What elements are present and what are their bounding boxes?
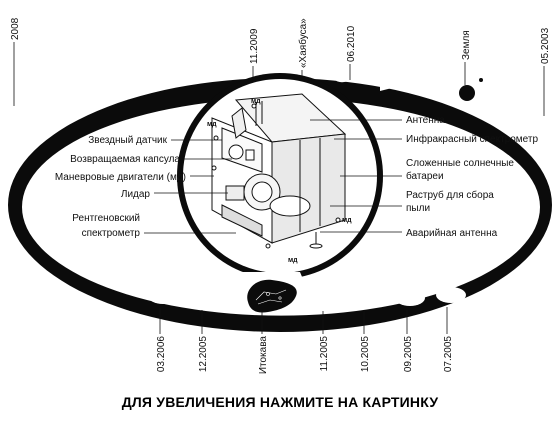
label-star-sensor: Звездный датчик — [88, 135, 167, 146]
date-05-2003: 05.2003 — [540, 27, 551, 64]
earth-icon — [459, 85, 475, 101]
label-earth: Земля — [461, 30, 472, 60]
oval-12-2005 — [191, 290, 221, 306]
orbit-arrow-left — [111, 88, 121, 94]
label-solar-2: батареи — [406, 170, 444, 182]
right-labels: Антенна Инфракрасный спектрометр Сложенн… — [406, 115, 538, 239]
oval-07-2005 — [436, 287, 466, 303]
enlarge-caption-link[interactable]: ДЛЯ УВЕЛИЧЕНИЯ НАЖМИТЕ НА КАРТИНКУ — [121, 394, 439, 410]
date-07-2005: 07.2005 — [443, 336, 454, 373]
itokawa-icon — [247, 279, 297, 313]
label-itokawa: Итокава — [258, 336, 269, 375]
label-xray-2: спектрометр — [82, 228, 141, 239]
oval-11-2005 — [310, 291, 340, 307]
md-tag-left: мд — [207, 121, 217, 128]
orbit-marker-2010 — [336, 77, 348, 83]
label-solar-1: Сложенные солнечные — [406, 158, 514, 169]
date-06-2010: 06.2010 — [346, 25, 357, 62]
label-return-capsule: Возвращаемая капсула — [70, 154, 180, 165]
label-ir-spectrometer: Инфракрасный спектрометр — [406, 133, 538, 145]
oval-10-2005 — [352, 291, 382, 307]
date-12-2005: 12.2005 — [198, 336, 209, 373]
top-dates: 2008 11.2009 «Хаябуса» 06.2010 Земля 05.… — [10, 17, 551, 68]
date-11-2005: 11.2005 — [319, 336, 330, 372]
date-10-2005: 10.2005 — [360, 336, 371, 373]
label-antenna: Антенна — [406, 115, 445, 126]
oval-09-2005 — [395, 290, 425, 306]
md-tag-top: мд — [251, 98, 261, 105]
label-thrusters: Маневровые двигатели (мд) — [55, 172, 186, 183]
date-09-2005: 09.2005 — [403, 336, 414, 373]
label-emergency-antenna: Аварийная антенна — [406, 228, 498, 239]
oval-03-2006 — [148, 288, 178, 304]
itokawa-body — [247, 279, 297, 313]
top-date-lines — [13, 42, 545, 116]
moon-icon — [479, 78, 483, 82]
label-horn-2: пыли — [406, 203, 430, 214]
left-leaders — [144, 139, 236, 234]
spacecraft-body — [211, 93, 347, 249]
bottom-dates: 03.2006 12.2005 Итокава 11.2005 10.2005 … — [156, 336, 454, 375]
label-xray-1: Рентгеновский — [72, 213, 140, 224]
thruster-tags: мд мд мд мд — [207, 98, 352, 264]
date-03-2006: 03.2006 — [156, 336, 167, 373]
date-2008: 2008 — [10, 17, 21, 40]
label-lidar: Лидар — [121, 189, 151, 200]
orbit-arrow-right — [380, 85, 392, 91]
label-horn-1: Раструб для сбора — [406, 189, 494, 201]
md-tag-bottom: мд — [288, 257, 298, 264]
date-hayabusa: «Хаябуса» — [297, 18, 309, 68]
left-labels: Звездный датчик Возвращаемая капсула Ман… — [55, 135, 186, 239]
orbit-position-ovals — [148, 272, 466, 307]
md-tag-right: мд — [342, 217, 352, 224]
date-11-2009: 11.2009 — [249, 28, 260, 64]
right-leaders — [310, 119, 402, 233]
bottom-date-lines — [159, 307, 448, 334]
